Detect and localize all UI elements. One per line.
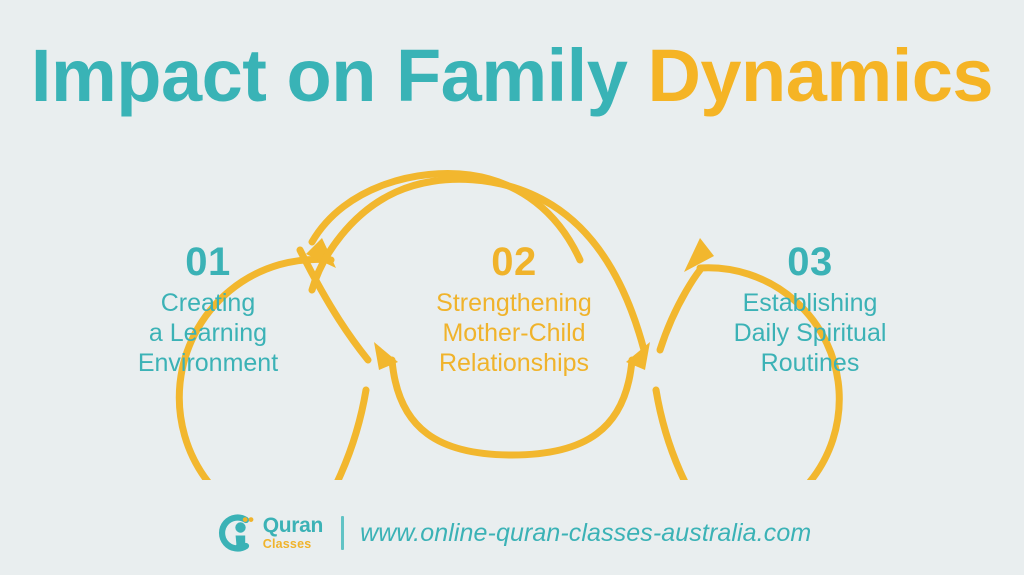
footer-divider bbox=[341, 516, 345, 550]
step-label: Strengthening Mother-Child Relationships bbox=[374, 288, 654, 378]
flow-diagram bbox=[175, 170, 843, 480]
loop-3-tail bbox=[652, 386, 688, 480]
step-number: 03 bbox=[787, 240, 833, 284]
arrowhead-3 bbox=[684, 238, 714, 272]
loop-2-arch bbox=[308, 175, 648, 354]
step-label-line-3: Relationships bbox=[438, 349, 590, 377]
loop-1-circle bbox=[175, 238, 336, 480]
footer: Quran Classes www.online-quran-classes-a… bbox=[0, 505, 1024, 561]
step-item-03: 03 Establishing Daily Spiritual Routines bbox=[670, 240, 950, 378]
brand-wordmark: Quran Classes bbox=[262, 514, 324, 552]
arrowhead-2-left bbox=[374, 342, 398, 370]
step-item-01: 01 Creating a Learning Environment bbox=[68, 240, 348, 378]
step-label-line-1: Establishing bbox=[742, 289, 878, 317]
step-label-line-3: Routines bbox=[760, 349, 860, 377]
step-number: 02 bbox=[491, 240, 537, 284]
step-label-line-2: Daily Spiritual bbox=[733, 319, 887, 347]
step-label: Establishing Daily Spiritual Routines bbox=[670, 288, 950, 378]
brand-logo: Quran Classes bbox=[213, 510, 323, 556]
step-item-02: 02 Strengthening Mother-Child Relationsh… bbox=[374, 240, 654, 378]
step-number: 01 bbox=[185, 240, 231, 284]
page-title-primary: Impact on Family bbox=[30, 34, 648, 117]
step-label-line-3: Environment bbox=[137, 349, 279, 377]
website-url: www.online-quran-classes-australia.com bbox=[360, 518, 812, 547]
loop-2-left-stroke bbox=[296, 246, 372, 364]
step-label-line-2: a Learning bbox=[148, 319, 268, 347]
page-title-accent: Dynamics bbox=[647, 34, 994, 117]
connector-1-to-2 bbox=[308, 170, 584, 264]
arrowhead-1 bbox=[306, 238, 336, 268]
step-label: Creating a Learning Environment bbox=[68, 288, 348, 378]
step-label-line-1: Creating bbox=[160, 289, 256, 317]
step-label-line-2: Mother-Child bbox=[442, 319, 586, 347]
quran-classes-logo-icon bbox=[218, 514, 254, 552]
brand-name-primary: Quran bbox=[262, 514, 324, 538]
loop-1-tail bbox=[334, 386, 370, 480]
page-title: Impact on Family Dynamics bbox=[0, 34, 1024, 118]
step-label-line-1: Strengthening bbox=[436, 289, 592, 317]
brand-name-secondary: Classes bbox=[262, 537, 312, 552]
loop-3-circle bbox=[684, 238, 843, 480]
